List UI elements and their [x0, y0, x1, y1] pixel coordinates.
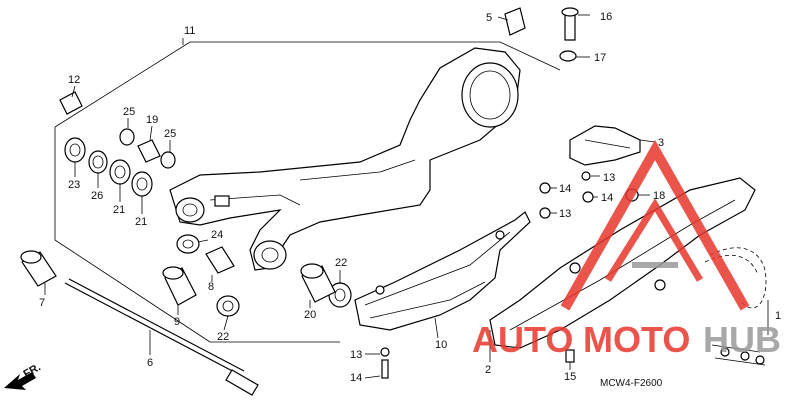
callout-7: 7	[39, 297, 45, 309]
callout-18: 18	[653, 190, 665, 202]
callout-14-mid: 14	[601, 192, 613, 204]
callout-1: 1	[775, 310, 781, 322]
callout-13-top: 13	[603, 172, 615, 184]
callout-17: 17	[594, 52, 606, 64]
callout-23: 23	[68, 179, 80, 191]
callout-22-left: 22	[217, 331, 229, 343]
callout-5: 5	[486, 12, 492, 24]
watermark-text-auto: AUTO	[472, 319, 573, 360]
swingarm	[169, 47, 521, 271]
callout-15: 15	[564, 371, 576, 383]
chain-guard-top	[569, 125, 641, 166]
callout-9: 9	[174, 316, 180, 328]
collar-8	[205, 246, 235, 274]
watermark-text-hub: HUB	[703, 319, 781, 360]
callout-14-top: 14	[559, 183, 571, 195]
callout-20: 20	[304, 309, 316, 321]
pivot-shaft	[64, 278, 259, 396]
callout-24: 24	[211, 229, 223, 241]
callout-25-right: 25	[164, 128, 176, 140]
callout-25-left: 25	[123, 106, 135, 118]
automotohub-watermark: AUTO MOTO HUB	[472, 139, 781, 360]
callout-12: 12	[68, 74, 80, 86]
callout-8: 8	[208, 281, 214, 293]
diagram-code: MCW4-F2600	[600, 378, 663, 389]
callout-21-left: 21	[113, 204, 125, 216]
callout-21-right: 21	[135, 216, 147, 228]
callout-13-mid: 13	[559, 208, 571, 220]
swingarm-group-outline	[54, 41, 561, 343]
callout-2: 2	[485, 364, 491, 376]
callout-10: 10	[435, 339, 447, 351]
collar-9	[162, 266, 197, 306]
callout-14-bottom: 14	[350, 372, 362, 384]
callout-11: 11	[184, 25, 195, 37]
callout-6: 6	[147, 357, 153, 369]
front-direction-arrow: FR.	[4, 361, 43, 390]
callout-22-right: 22	[335, 257, 347, 269]
callouts: 11 12 5 16 17 25 19 25 3 13 14 14 18 13 …	[39, 11, 781, 389]
callout-19: 19	[146, 114, 158, 126]
callout-3: 3	[658, 137, 664, 149]
direction-label: FR.	[22, 361, 43, 380]
collar-12	[59, 91, 83, 115]
leader-lines	[44, 14, 769, 379]
pivot-collar-7	[20, 250, 57, 287]
callout-26: 26	[91, 190, 103, 202]
callout-16: 16	[600, 11, 612, 23]
callout-13-bottom: 13	[350, 349, 362, 361]
watermark-text-moto: MOTO	[583, 319, 690, 360]
chain-slider	[354, 211, 531, 331]
watermark-triangle	[560, 139, 750, 311]
